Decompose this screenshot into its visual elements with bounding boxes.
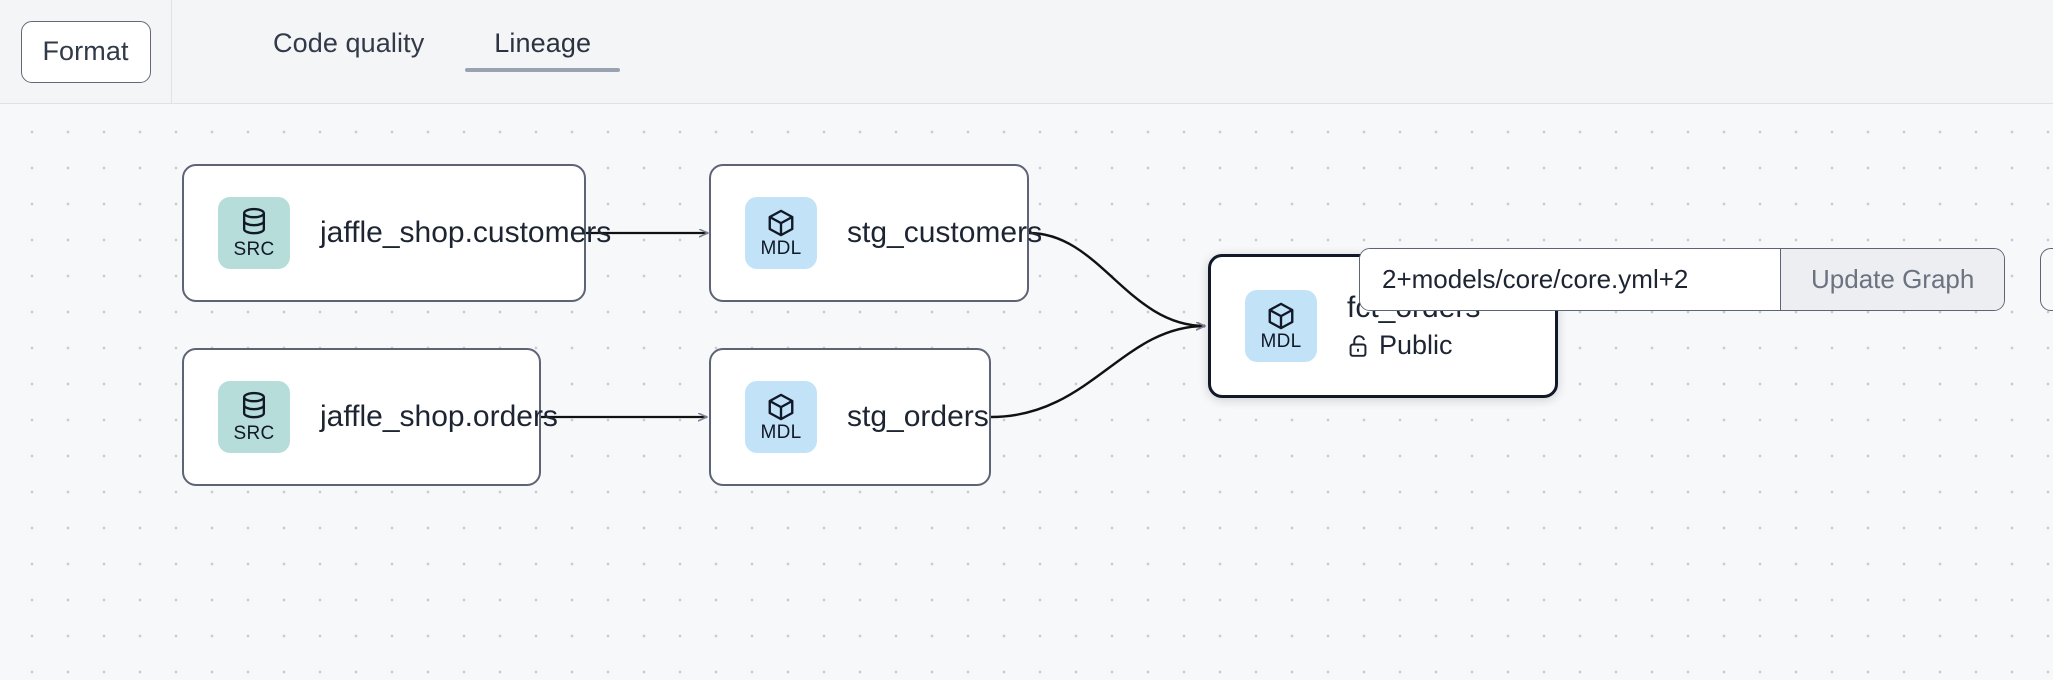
tab-bar: Code quality Lineage [172, 0, 626, 103]
node-jaffle-shop-orders[interactable]: SRC jaffle_shop.orders [182, 348, 558, 486]
node-access-label: Public [1379, 329, 1453, 360]
update-graph-button[interactable]: Update Graph [1780, 249, 2005, 310]
lineage-canvas[interactable]: SRC jaffle_shop.customers MDL stg_custom… [0, 104, 2053, 680]
node-body: stg_orders [847, 400, 989, 434]
node-title: jaffle_shop.customers [320, 216, 612, 250]
badge-mdl: MDL [745, 381, 817, 453]
format-button-zone: Format [0, 0, 172, 103]
cube-icon [768, 393, 794, 421]
editor-toolbar: Format Code quality Lineage [0, 0, 2053, 104]
node-stg-orders[interactable]: MDL stg_orders [709, 348, 991, 486]
node-title: stg_customers [847, 216, 1043, 250]
cube-icon [768, 209, 794, 237]
node-body: jaffle_shop.customers [320, 216, 612, 250]
tab-lineage-label: Lineage [494, 27, 592, 58]
node-title: jaffle_shop.orders [320, 400, 558, 434]
unlock-icon [1349, 334, 1367, 357]
node-stg-customers[interactable]: MDL stg_customers [709, 164, 1043, 302]
node-title: stg_orders [847, 400, 989, 434]
badge-mdl-label: MDL [760, 422, 802, 443]
node-body: stg_customers [847, 216, 1043, 250]
badge-mdl: MDL [745, 197, 817, 269]
badge-mdl-label: MDL [1260, 331, 1302, 352]
badge-src: SRC [218, 197, 290, 269]
format-button[interactable]: Format [20, 20, 151, 83]
badge-src-label: SRC [233, 423, 275, 444]
database-icon [242, 207, 266, 235]
tab-lineage[interactable]: Lineage [459, 0, 626, 100]
badge-src-label: SRC [233, 239, 275, 260]
tab-code-quality-label: Code quality [273, 27, 425, 58]
edge-stg-customers-to-fct-orders [1028, 231, 1205, 326]
badge-mdl: MDL [1245, 290, 1317, 362]
database-icon [242, 391, 266, 419]
node-access-badge: Public [1347, 329, 1480, 361]
graph-side-control[interactable] [2040, 248, 2053, 311]
graph-selector-input[interactable] [1360, 249, 1780, 310]
cube-icon [1268, 302, 1294, 330]
graph-selector-group: Update Graph [1359, 248, 2006, 311]
badge-mdl-label: MDL [760, 238, 802, 259]
node-body: jaffle_shop.orders [320, 400, 558, 434]
badge-src: SRC [218, 381, 290, 453]
node-jaffle-shop-customers[interactable]: SRC jaffle_shop.customers [182, 164, 612, 302]
edge-stg-orders-to-fct-orders [990, 326, 1205, 419]
tab-code-quality[interactable]: Code quality [238, 0, 459, 100]
